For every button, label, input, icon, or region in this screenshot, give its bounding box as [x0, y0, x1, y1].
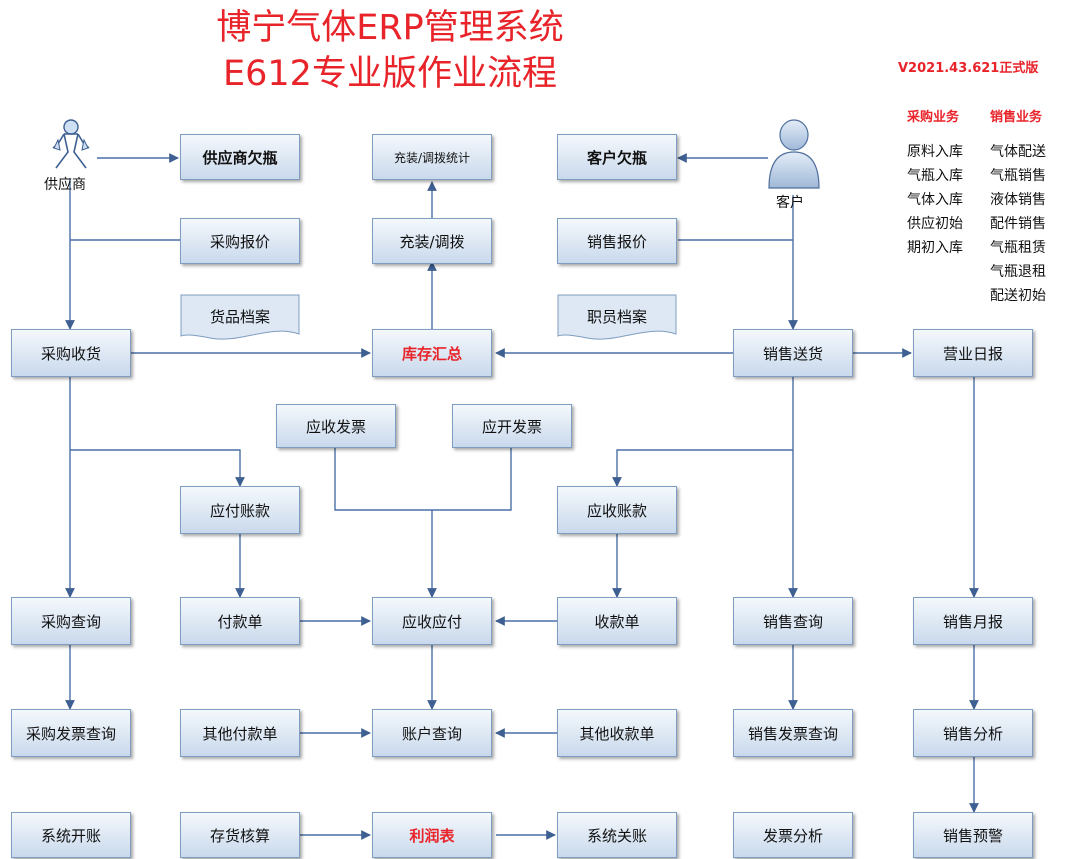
- box-inventory-summary[interactable]: 库存汇总: [372, 329, 492, 377]
- document-shape-icon: [180, 294, 300, 340]
- purchase-op-item: 期初入库: [907, 240, 963, 256]
- doc-label: 职员档案: [586, 308, 647, 326]
- sales-op-item: 气体配送: [990, 144, 1046, 160]
- box-monthly-report[interactable]: 销售月报: [913, 597, 1033, 645]
- box-ar-invoice[interactable]: 应收发票: [276, 404, 396, 448]
- box-payable[interactable]: 应付账款: [180, 486, 300, 534]
- sales-op-item: 气瓶租赁: [990, 240, 1046, 256]
- box-purchase-receive[interactable]: 采购收货: [11, 329, 131, 377]
- box-account-query[interactable]: 账户查询: [372, 709, 492, 757]
- box-fill-stats[interactable]: 充装/调拨统计: [372, 134, 492, 180]
- purchase-op-item: 供应初始: [907, 216, 963, 232]
- customer-icon: [768, 119, 820, 189]
- edge-delivery-receivable: [612, 449, 793, 487]
- box-sales-analysis[interactable]: 销售分析: [913, 709, 1033, 757]
- edge-receive-payable: [70, 449, 245, 487]
- document-shape-icon: [557, 294, 677, 340]
- edge-invoices: [334, 448, 512, 511]
- doc-staff-archive[interactable]: 职员档案: [557, 294, 677, 342]
- box-ar-ap[interactable]: 应收应付: [372, 597, 492, 645]
- box-sales-warning[interactable]: 销售预警: [913, 812, 1033, 858]
- sales-op-item: 配件销售: [990, 216, 1046, 232]
- box-other-receipt[interactable]: 其他收款单: [557, 709, 677, 757]
- box-purchase-invoice-query[interactable]: 采购发票查询: [11, 709, 131, 757]
- doc-goods-archive[interactable]: 货品档案: [180, 294, 300, 342]
- sales-op-item: 配送初始: [990, 288, 1046, 304]
- box-sales-query[interactable]: 销售查询: [733, 597, 853, 645]
- sales-ops-header: 销售业务: [990, 110, 1043, 125]
- box-open-account[interactable]: 系统开账: [11, 812, 131, 858]
- doc-label: 货品档案: [209, 308, 270, 326]
- box-daily-report[interactable]: 营业日报: [913, 329, 1033, 377]
- title-line-1: 博宁气体ERP管理系统: [216, 8, 564, 48]
- box-sales-quote[interactable]: 销售报价: [557, 218, 677, 264]
- purchase-op-item: 气体入库: [907, 192, 963, 208]
- box-supplier-debt[interactable]: 供应商欠瓶: [180, 134, 300, 180]
- supplier-icon: [52, 119, 90, 169]
- version-label: V2021.43.621正式版: [898, 61, 1039, 76]
- purchase-op-item: 原料入库: [907, 144, 963, 160]
- box-close-account[interactable]: 系统关账: [557, 812, 677, 858]
- purchase-ops-header: 采购业务: [907, 110, 960, 125]
- box-profit-statement[interactable]: 利润表: [372, 812, 492, 858]
- box-fill-transfer[interactable]: 充装/调拨: [372, 218, 492, 264]
- box-receipt-voucher[interactable]: 收款单: [557, 597, 677, 645]
- box-invoice-analysis[interactable]: 发票分析: [733, 812, 853, 858]
- box-other-payment[interactable]: 其他付款单: [180, 709, 300, 757]
- box-customer-debt[interactable]: 客户欠瓶: [557, 134, 677, 180]
- sales-op-item: 液体销售: [990, 192, 1046, 208]
- box-receivable[interactable]: 应收账款: [557, 486, 677, 534]
- title-line-2: E612专业版作业流程: [223, 54, 557, 94]
- box-ap-invoice[interactable]: 应开发票: [452, 404, 572, 448]
- box-purchase-quote[interactable]: 采购报价: [180, 218, 300, 264]
- box-payment-voucher[interactable]: 付款单: [180, 597, 300, 645]
- customer-label: 客户: [776, 195, 804, 211]
- box-sales-delivery[interactable]: 销售送货: [733, 329, 853, 377]
- sales-op-item: 气瓶退租: [990, 264, 1046, 280]
- sales-op-item: 气瓶销售: [990, 168, 1046, 184]
- supplier-label: 供应商: [44, 177, 86, 193]
- box-purchase-query[interactable]: 采购查询: [11, 597, 131, 645]
- purchase-op-item: 气瓶入库: [907, 168, 963, 184]
- box-inventory-costing[interactable]: 存货核算: [180, 812, 300, 858]
- box-sales-invoice-query[interactable]: 销售发票查询: [733, 709, 853, 757]
